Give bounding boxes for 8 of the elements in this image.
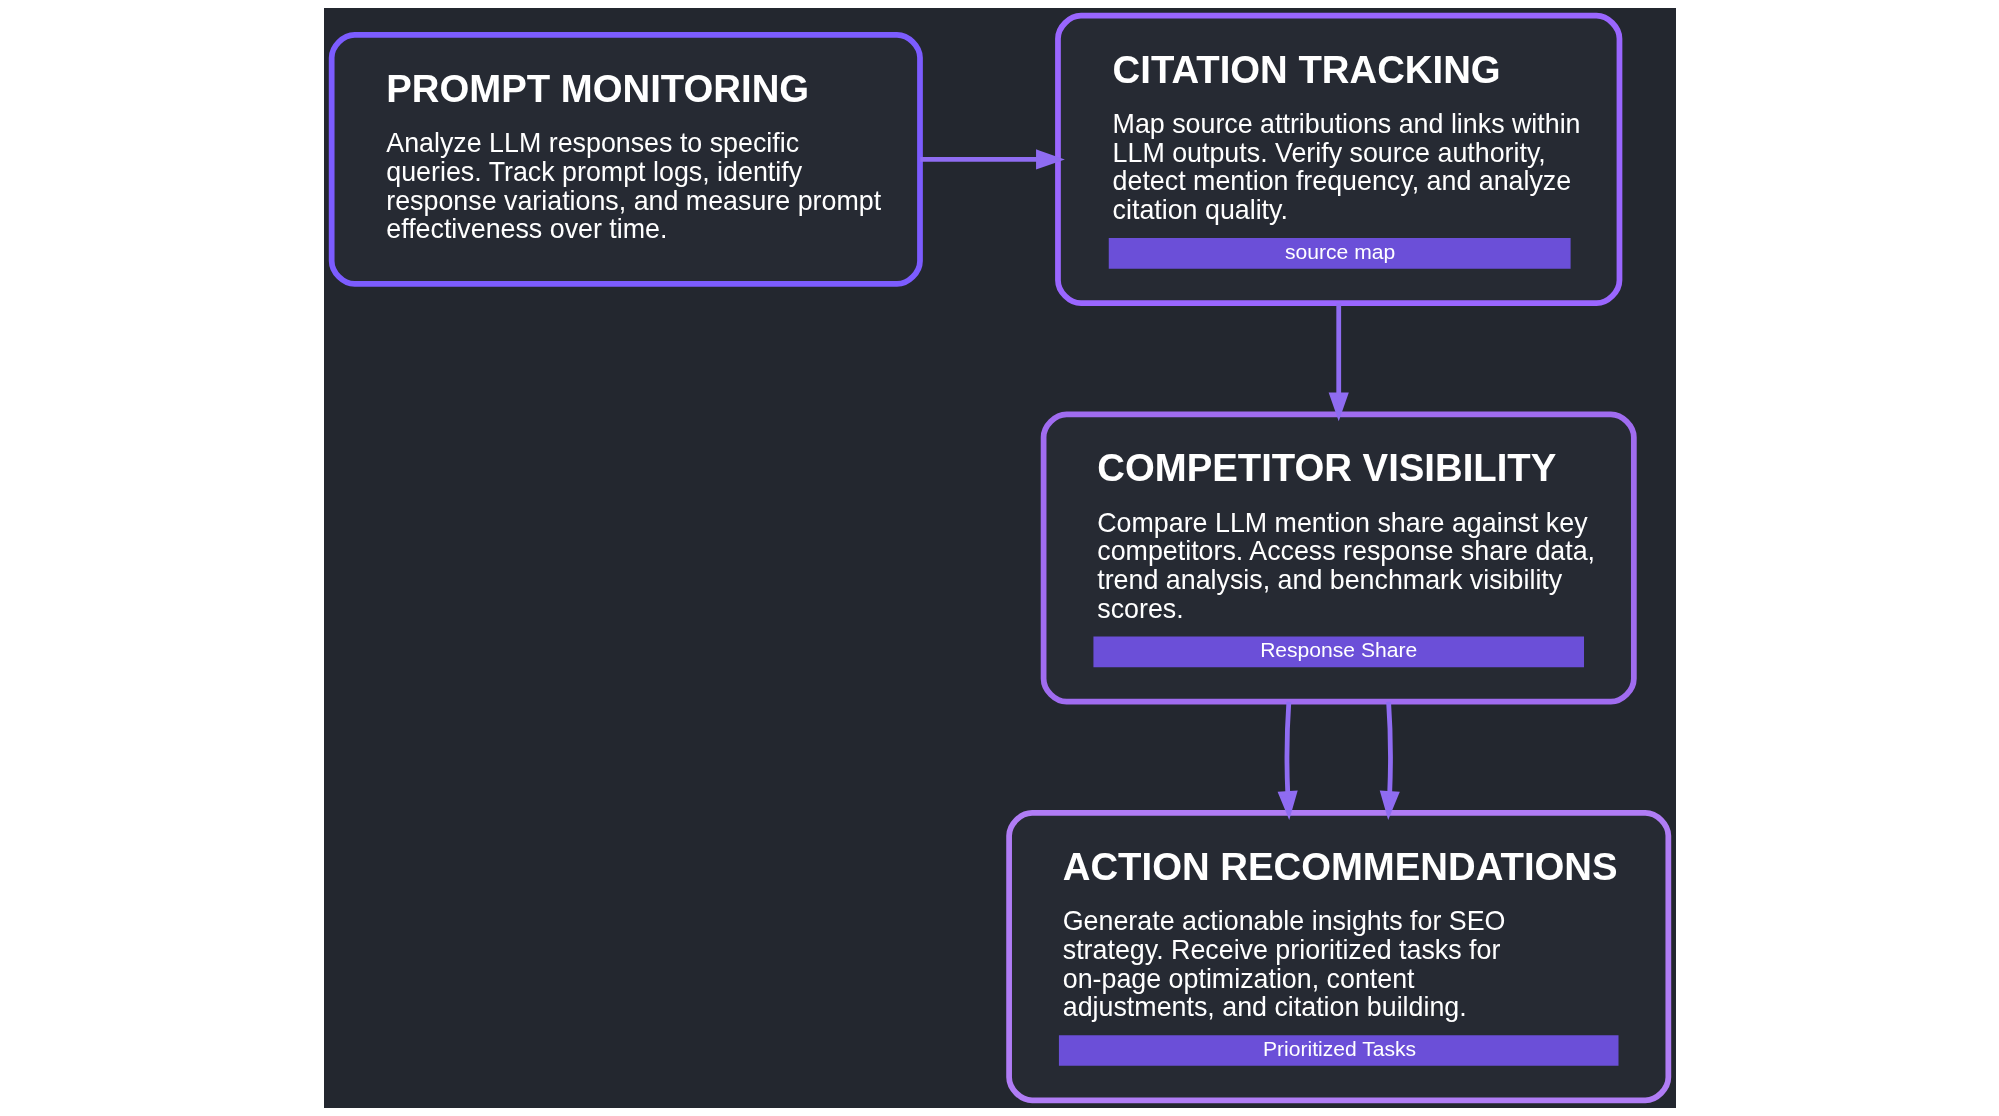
node-box: CITATION TRACKING Map source attributions and links within LLM outputs. Verify source authority, detect mention frequency, and analyze citation quality. source map	[1054, 12, 1622, 306]
arrow	[1277, 701, 1298, 820]
node-box: ACTION RECOMMENDATIONS Generate actionable insights for SEO strategy. Receive prioritized tasks for on-page optimization, content adjustments, and citation building. Prioritized Tasks	[1005, 810, 1671, 1104]
arrow	[1379, 701, 1400, 820]
arrow	[919, 149, 1065, 170]
node-box: PROMPT MONITORING Analyze LLM responses to specific queries. Track prompt logs, identify response variations, and measure prompt effectiveness over time.	[328, 31, 923, 287]
node-box: COMPETITOR VISIBILITY Compare LLM mention share against key competitors. Access response share data, trend analysis, and benchmark visibility scores. Response Share	[1040, 411, 1637, 705]
arrow	[1328, 303, 1349, 422]
